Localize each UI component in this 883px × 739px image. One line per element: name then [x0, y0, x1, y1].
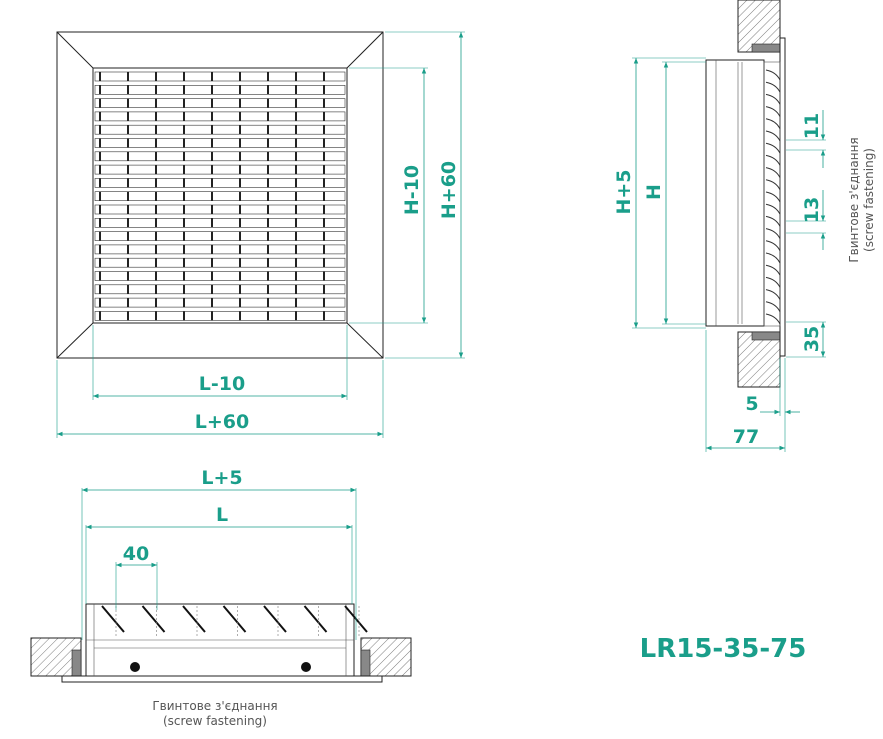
section-blade	[303, 605, 328, 633]
side-fin	[765, 118, 781, 130]
section-blade	[141, 605, 166, 633]
side-fin	[765, 313, 781, 325]
louver-slat	[94, 178, 346, 188]
fixing-hole-left	[130, 662, 140, 672]
outer-frame	[56, 31, 384, 359]
front-view: L-10 L+60 H-10 H+60	[56, 31, 465, 438]
dim-label-h: H	[643, 184, 665, 200]
louver-slat	[94, 191, 346, 201]
louver-slat	[94, 98, 346, 108]
side-fin	[765, 106, 781, 117]
section-blade	[101, 605, 125, 633]
section-blade	[182, 605, 206, 633]
dim-label-11: 11	[801, 113, 823, 139]
louver-slat	[94, 124, 346, 135]
louver-slat	[94, 204, 346, 215]
screw-top	[751, 43, 781, 53]
fixing-hole-right	[301, 662, 311, 672]
dim-label-l: L	[216, 504, 228, 526]
screw-right	[360, 649, 371, 677]
side-fin	[765, 215, 781, 227]
dim-label-40: 40	[123, 543, 149, 565]
section-note-line2: (screw fastening)	[163, 714, 267, 728]
side-fin	[765, 81, 781, 93]
louver-slat	[94, 138, 346, 148]
side-fin	[765, 167, 781, 178]
dim-label-h+5: H+5	[613, 169, 635, 214]
dim-label-5: 5	[745, 393, 758, 415]
dim-label-35: 35	[801, 326, 823, 352]
dim-label-h+60: H+60	[438, 161, 460, 219]
side-fin	[765, 191, 781, 203]
screw-left	[71, 649, 82, 677]
dim-label-13: 13	[801, 197, 823, 223]
side-fin	[765, 289, 781, 300]
louver-slat	[94, 71, 346, 82]
louver-slat	[94, 297, 346, 308]
side-fin	[765, 240, 781, 252]
side-fin	[765, 93, 781, 105]
wall-bottom	[737, 331, 781, 388]
side-fin	[765, 264, 781, 276]
side-fin	[765, 228, 781, 239]
side-fin	[765, 203, 781, 215]
dim-label-l+5: L+5	[201, 467, 242, 489]
louver-slats	[94, 71, 346, 321]
model-number: LR15-35-75	[640, 634, 807, 664]
side-fin	[765, 252, 781, 264]
screw-bottom	[751, 331, 781, 341]
section-flange	[61, 675, 383, 683]
louver-slat	[94, 231, 346, 241]
section-note-line1: Гвинтове з'єднання	[152, 699, 277, 713]
dim-label-l-10: L-10	[199, 373, 245, 395]
side-fin	[765, 69, 781, 81]
section-blade	[222, 605, 247, 633]
side-fin	[765, 179, 781, 191]
louver-slat	[94, 218, 346, 228]
louver-slat	[94, 164, 346, 175]
dim-label-l+60: L+60	[195, 411, 249, 433]
side-note-line1: Гвинтове з'єднання	[847, 137, 861, 262]
grille-body	[705, 59, 765, 327]
side-fin	[765, 130, 781, 142]
louver-slat	[94, 244, 346, 255]
louver-slat	[94, 85, 346, 95]
dim-label-h-10: H-10	[401, 165, 423, 215]
side-fin	[765, 301, 781, 313]
louver-slat	[94, 151, 346, 162]
louver-slat	[94, 257, 346, 268]
dim-label-77: 77	[733, 426, 759, 448]
side-fin	[765, 276, 781, 288]
side-fin	[765, 142, 781, 154]
side-fin	[765, 154, 781, 166]
side-fins	[765, 69, 781, 325]
section-view: L+5 L 40 Гвинтове з'єднання (screw faste…	[30, 467, 412, 728]
louver-slat	[94, 311, 346, 321]
wall-top	[737, 0, 781, 53]
side-view: H+5 H 11 13 35 5 77 Гвинтове з'єднання (…	[613, 0, 876, 452]
section-blade	[263, 605, 287, 633]
flange	[779, 37, 786, 357]
side-note-line2: (screw fastening)	[862, 148, 876, 252]
louver-slat	[94, 111, 346, 122]
section-blades	[101, 605, 368, 638]
louver-slat	[94, 271, 346, 281]
louver-slat	[94, 284, 346, 295]
inner-frame	[92, 67, 348, 324]
